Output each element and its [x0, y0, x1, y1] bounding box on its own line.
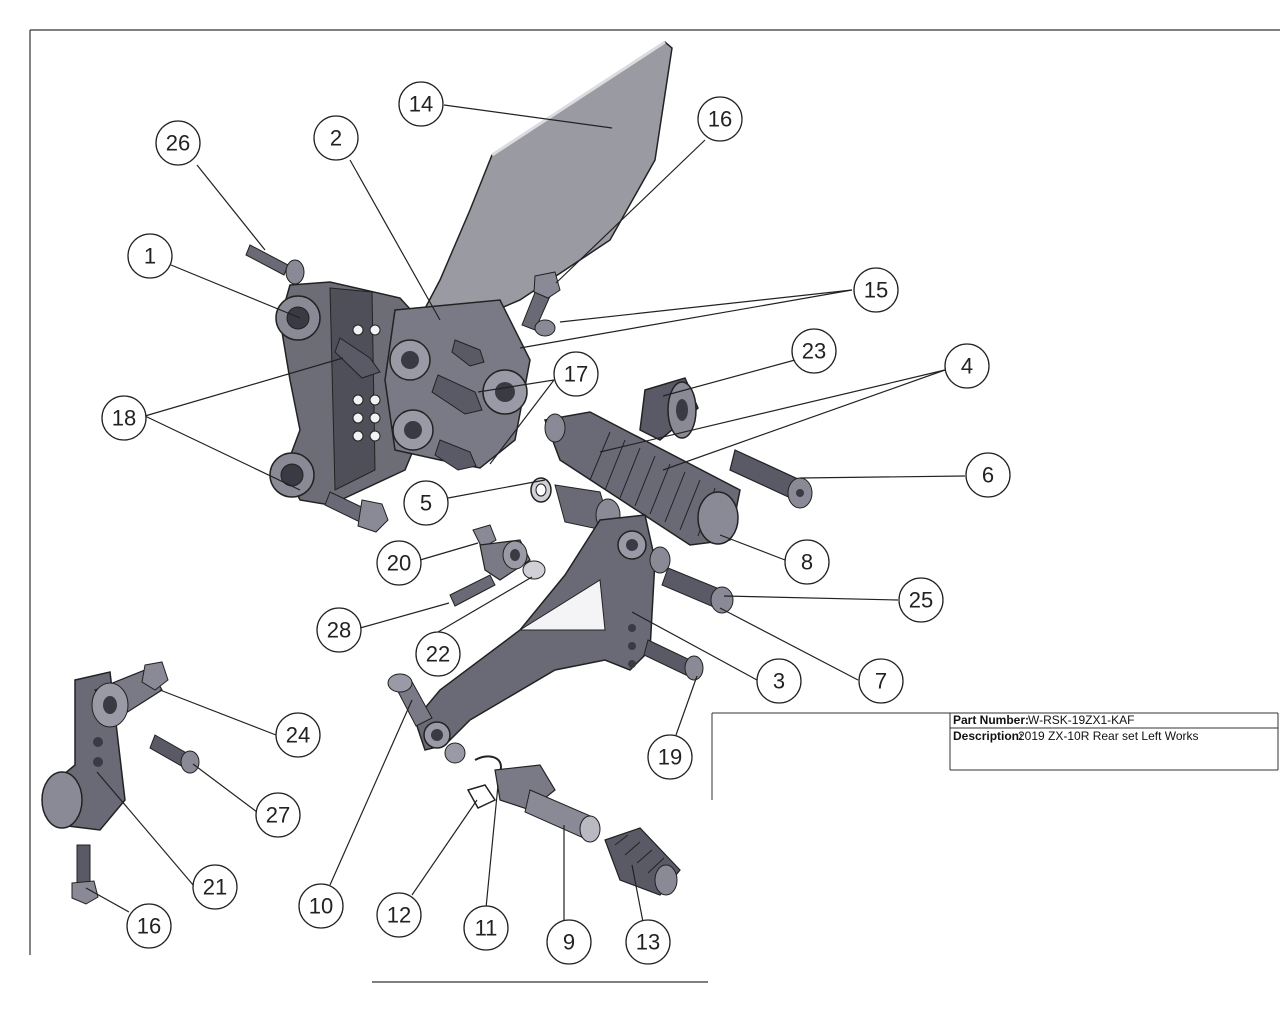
rod-end-20: [449, 524, 546, 607]
callout-28: 28: [316, 607, 362, 653]
bolt-16-lower: [76, 844, 91, 886]
description-value: 2019 ZX-10R Rear set Left Works: [1018, 729, 1199, 743]
svg-text:7: 7: [875, 669, 887, 694]
svg-text:11: 11: [475, 916, 498, 941]
footpeg-8: [543, 411, 741, 546]
clip-11: [474, 755, 502, 773]
callout-24: 24: [275, 712, 321, 758]
callout-9: 9: [546, 919, 592, 965]
callout-2: 2: [313, 115, 359, 161]
callout-3: 3: [756, 658, 802, 704]
svg-text:19: 19: [658, 745, 682, 770]
callout-22: 22: [415, 631, 461, 677]
svg-text:16: 16: [137, 914, 161, 939]
svg-text:10: 10: [309, 894, 333, 919]
spacer-23: [639, 377, 699, 441]
callout-4: 4: [944, 343, 990, 389]
washer-7: [649, 546, 671, 574]
svg-text:15: 15: [864, 278, 888, 303]
svg-text:21: 21: [203, 875, 227, 900]
svg-text:17: 17: [564, 362, 588, 387]
svg-text:25: 25: [909, 588, 933, 613]
bolt-26: [245, 244, 289, 276]
leader-lines: [85, 104, 966, 923]
svg-text:6: 6: [982, 463, 994, 488]
description-label: Description:: [953, 729, 1023, 743]
callout-8: 8: [784, 539, 830, 585]
callout-26: 26: [155, 120, 201, 166]
svg-text:28: 28: [327, 618, 351, 643]
svg-text:20: 20: [387, 551, 411, 576]
svg-text:26: 26: [166, 131, 190, 156]
callout-25: 25: [898, 577, 944, 623]
svg-text:9: 9: [563, 930, 575, 955]
svg-text:23: 23: [802, 339, 826, 364]
svg-text:16: 16: [708, 107, 732, 132]
shift-lever-3: [414, 514, 656, 751]
callout-1: 1: [127, 233, 173, 279]
clip-12: [466, 784, 497, 809]
callouts: 26 2 14 16 1 15 23 4 18 17 6 5 8 20 25 2…: [101, 81, 1011, 965]
svg-text:1: 1: [144, 244, 156, 269]
svg-text:12: 12: [387, 903, 411, 928]
callout-21: 21: [192, 864, 238, 910]
title-block: Part Number: W-RSK-19ZX1-KAF Description…: [711, 712, 1279, 800]
svg-text:18: 18: [112, 406, 136, 431]
svg-text:8: 8: [801, 550, 813, 575]
bolt-6: [729, 449, 813, 509]
callout-27: 27: [255, 792, 301, 838]
callout-10: 10: [298, 883, 344, 929]
svg-text:13: 13: [636, 930, 660, 955]
callout-14: 14: [398, 81, 444, 127]
callout-11: 11: [463, 905, 509, 951]
svg-text:22: 22: [426, 642, 450, 667]
callout-16-lower: 16: [126, 903, 172, 949]
svg-text:27: 27: [266, 803, 290, 828]
linkage-rod-9: [494, 764, 601, 843]
callout-12: 12: [376, 892, 422, 938]
part-number-value: W-RSK-19ZX1-KAF: [1028, 713, 1134, 727]
part-number-label: Part Number:: [953, 713, 1029, 727]
svg-text:24: 24: [286, 723, 310, 748]
parts: [41, 40, 813, 905]
callout-18: 18: [101, 395, 147, 441]
rubber-13: [604, 827, 681, 896]
callout-19: 19: [647, 734, 693, 780]
callout-16-top: 16: [697, 96, 743, 142]
drawing-frame: [29, 29, 1280, 983]
svg-text:3: 3: [773, 669, 785, 694]
svg-text:2: 2: [330, 126, 342, 151]
callout-23: 23: [791, 328, 837, 374]
callout-15: 15: [853, 267, 899, 313]
callout-17: 17: [553, 351, 599, 397]
callout-7: 7: [858, 658, 904, 704]
svg-text:5: 5: [420, 491, 432, 516]
callout-5: 5: [403, 480, 449, 526]
svg-text:14: 14: [409, 92, 433, 117]
callout-6: 6: [965, 452, 1011, 498]
svg-text:4: 4: [961, 354, 973, 379]
callout-20: 20: [376, 540, 422, 586]
rod-end-24: [91, 661, 169, 728]
callout-13: 13: [625, 919, 671, 965]
bolt-19: [643, 639, 691, 676]
